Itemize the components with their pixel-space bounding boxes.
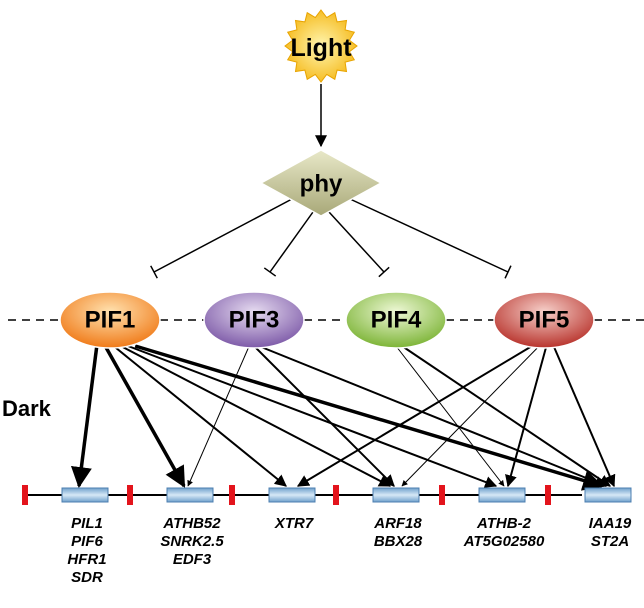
gene-name: ATHB52 xyxy=(162,515,221,532)
inhibition-bar xyxy=(504,265,512,279)
gene-box xyxy=(372,487,420,503)
edge-pif1-to-g6 xyxy=(134,344,605,491)
inhibition-bar xyxy=(263,267,277,277)
edge-pif1-to-g3 xyxy=(112,345,287,487)
dark-condition-label: Dark xyxy=(2,396,52,421)
edge-pif1-to-g4 xyxy=(120,345,392,487)
pif-node-pif4: PIF4 xyxy=(345,291,447,349)
gene-name: IAA19 xyxy=(589,515,632,532)
phy-label: phy xyxy=(300,171,343,198)
edge-pif4-to-g6 xyxy=(401,345,611,487)
gene-name: EDF3 xyxy=(173,551,212,568)
edge-pif3-to-g6 xyxy=(258,345,608,488)
gene-name: ST2A xyxy=(591,533,629,550)
gene-name: ARF18 xyxy=(373,515,422,532)
promoter-element xyxy=(229,485,235,505)
phy-inhibition-edges xyxy=(150,84,512,279)
edge-pif1-to-g2 xyxy=(103,345,186,488)
pif1-label: PIF1 xyxy=(85,307,136,334)
promoter-element xyxy=(333,485,339,505)
phy-inhibits-pif3 xyxy=(269,211,314,273)
gene-name: SDR xyxy=(71,569,103,586)
pif3-label: PIF3 xyxy=(229,307,280,334)
pif-nodes: PIF1 PIF3 PIF4 PIF5 xyxy=(59,291,595,349)
gene-name: AT5G02580 xyxy=(463,533,545,550)
inhibition-bar xyxy=(150,265,158,279)
edge-pif5-to-g3 xyxy=(296,345,533,487)
gene-name: PIL1 xyxy=(71,515,103,532)
gene-box xyxy=(478,487,526,503)
promoter-element xyxy=(545,485,551,505)
sun-icon xyxy=(284,9,358,83)
edge-pif5-to-g5 xyxy=(505,345,548,488)
gene-name: BBX28 xyxy=(374,533,423,550)
gene-name: SNRK2.5 xyxy=(160,533,224,550)
gene-box xyxy=(268,487,316,503)
gene-name: ATHB-2 xyxy=(476,515,532,532)
gene-box xyxy=(584,487,632,503)
pif4-label: PIF4 xyxy=(371,307,422,334)
pif-node-pif1: PIF1 xyxy=(59,291,161,349)
phy-inhibits-pif4 xyxy=(328,211,385,273)
regulation-edges xyxy=(70,344,616,491)
edge-pif3-to-g2 xyxy=(187,345,250,487)
edge-pif3-to-g4 xyxy=(253,345,395,487)
inhibition-bar xyxy=(378,266,390,278)
light-label: Light xyxy=(290,34,352,62)
gene-group-g3: XTR7 xyxy=(229,485,316,532)
gene-name: XTR7 xyxy=(274,515,314,532)
phy-inhibits-pif1 xyxy=(153,198,293,273)
phy-diamond xyxy=(259,149,383,217)
pif5-label: PIF5 xyxy=(519,307,570,334)
edge-pif5-to-g6 xyxy=(552,345,616,488)
edge-pif5-to-g4 xyxy=(401,345,540,487)
edge-pif1-to-g1 xyxy=(70,345,99,489)
pif-node-pif5: PIF5 xyxy=(493,291,595,349)
gene-name: HFR1 xyxy=(67,551,106,568)
phy-node: phy xyxy=(259,149,383,217)
gene-name: PIF6 xyxy=(71,533,103,550)
promoter-element xyxy=(439,485,445,505)
light-node: Light xyxy=(284,9,358,83)
gene-box xyxy=(61,487,109,503)
gene-box xyxy=(166,487,214,503)
promoter-element xyxy=(127,485,133,505)
edge-pif1-to-g5 xyxy=(127,345,498,488)
pif-node-pif3: PIF3 xyxy=(203,291,305,349)
phy-inhibits-pif5 xyxy=(349,198,509,273)
promoter-element xyxy=(22,485,28,505)
edge-pif4-to-g5 xyxy=(395,345,505,487)
